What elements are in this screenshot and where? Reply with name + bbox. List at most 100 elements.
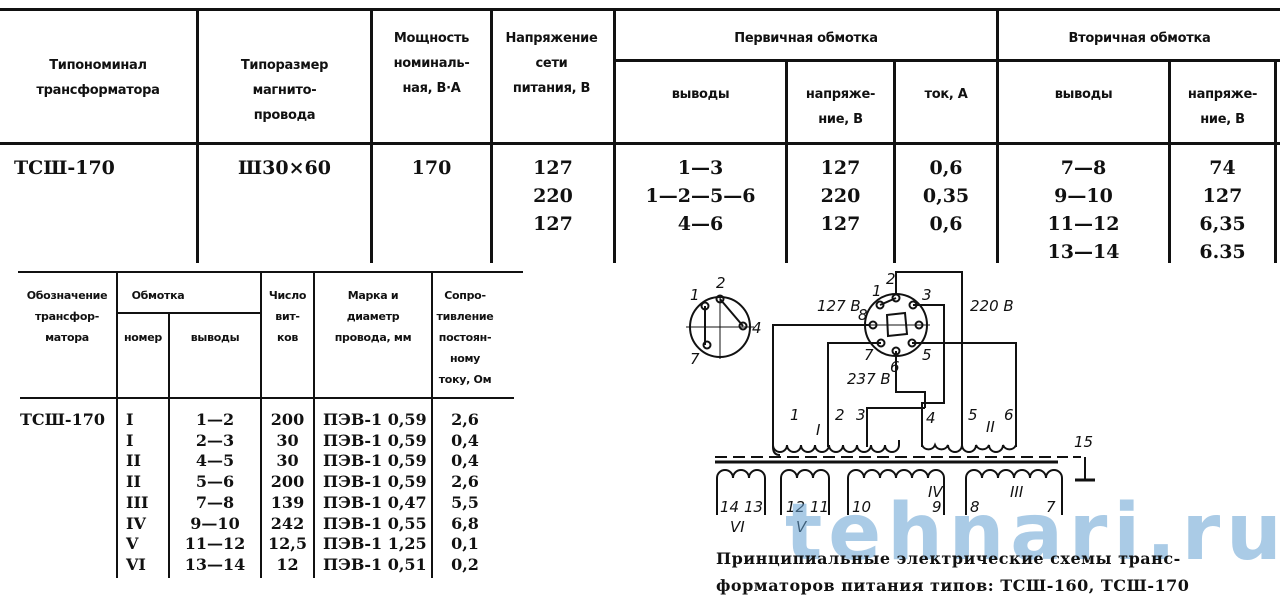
terminal-label: 14 <box>720 498 739 516</box>
cell-turns: 30 <box>276 451 299 471</box>
cell-turns: 12,5 <box>268 534 307 554</box>
cell-prim-voltage: 127 220 127 <box>788 154 893 238</box>
winding-label: III <box>1010 483 1024 501</box>
header-text: трансформатора <box>36 83 160 98</box>
pin-label: 1 <box>872 282 882 300</box>
voltage-label: 127 В <box>817 297 861 315</box>
cell-turns: 30 <box>276 430 299 450</box>
pin-label: 4 <box>752 319 762 337</box>
header-core: Типоразмер магнито- провода <box>199 53 370 128</box>
watermark-logo: tehnari.ru <box>785 488 1280 578</box>
cell-wire: ПЭВ-1 0,59 <box>323 410 427 429</box>
value: 9—10 <box>1054 185 1113 207</box>
cell-terminals: 2—3 <box>195 430 235 450</box>
cell-wire: ПЭВ-1 0,59 <box>323 451 427 471</box>
figure-caption: Принципиальные электрические схемы транс… <box>716 545 1189 599</box>
cell-turns: 200 <box>270 472 305 492</box>
cell-terminals: 7—8 <box>195 492 235 512</box>
value: 127 <box>820 213 861 235</box>
value: 13—14 <box>1047 241 1120 263</box>
cell-terminals: 5—6 <box>195 472 235 492</box>
header-winding: Обмотка <box>131 289 185 302</box>
cell-power: 170 <box>411 157 452 179</box>
header-text: ков <box>276 331 299 344</box>
header-text: провода <box>253 108 316 123</box>
value: 7—8 <box>1060 157 1107 179</box>
header-text: номиналь- <box>393 56 470 71</box>
cell-terminals: 13—14 <box>184 554 246 574</box>
terminal-label: 15 <box>1074 433 1093 451</box>
pin-label: 2 <box>716 274 726 292</box>
cell-resistance: 0,1 <box>451 534 479 554</box>
cell-resistance: 2,6 <box>451 472 479 492</box>
cell-resistance: 0,2 <box>451 554 479 574</box>
value: 127 <box>533 157 573 179</box>
winding-label: V <box>796 518 808 536</box>
header-power: Мощность номиналь- ная, В·А <box>373 26 490 101</box>
header-text: току, Ом <box>438 373 492 386</box>
header-text: напряже- <box>1187 87 1258 102</box>
cell-number: VI <box>126 554 146 574</box>
voltage-label: 237 В <box>847 370 891 388</box>
winding-label: II <box>986 418 995 436</box>
header-wire: Марка и диаметр провода, мм <box>315 285 431 348</box>
cell-number: V <box>126 534 139 554</box>
header-secondary: Вторичная обмотка <box>1068 31 1211 46</box>
cell-number: IV <box>126 513 146 533</box>
cell-designation: ТСШ-170 <box>20 410 105 429</box>
terminal-label: 7 <box>1046 498 1056 516</box>
header-text: постоян- <box>438 331 492 344</box>
cell-resistance: 5,5 <box>451 492 479 512</box>
header-prim-terminals: выводы <box>671 87 730 102</box>
header-text: ние, В <box>1200 112 1245 127</box>
cell-terminals: 9—10 <box>190 513 240 533</box>
pin-label: 2 <box>886 270 896 288</box>
cell-resistance: 6,8 <box>451 513 479 533</box>
header-text: провода, мм <box>334 331 412 344</box>
header-text: ние, В <box>818 112 863 127</box>
caption-line: Принципиальные электрические схемы транс… <box>716 549 1181 568</box>
terminal-label: 2 <box>835 406 845 424</box>
cell-turns: 200 <box>270 410 305 429</box>
cell-number: II <box>126 472 141 492</box>
cell-resistance: 0,4 <box>451 451 479 471</box>
header-text: Число <box>268 289 307 302</box>
terminal-label: 10 <box>852 498 871 516</box>
cell-wire: ПЭВ-1 0,55 <box>323 513 427 533</box>
value: 127 <box>533 213 573 235</box>
value: 0,35 <box>922 185 970 207</box>
header-sec-terminals: выводы <box>1054 87 1113 102</box>
header-type: Типономинал трансформатора <box>0 53 196 103</box>
value: 11—12 <box>1047 213 1120 235</box>
value: 74 <box>1209 157 1236 179</box>
terminal-label: 5 <box>968 406 978 424</box>
terminal-label: 4 <box>926 409 936 427</box>
pin-label: 8 <box>858 306 868 324</box>
winding-label: VI <box>730 518 745 536</box>
header-prim-voltage: напряже- ние, В <box>788 82 893 132</box>
cell-turns: 12 <box>276 554 299 574</box>
value: 6.35 <box>1199 241 1246 263</box>
pin-label: 7 <box>864 346 874 364</box>
header-terminals: выводы <box>190 331 240 344</box>
value: 6,35 <box>1199 213 1246 235</box>
winding-label: I <box>816 421 821 439</box>
terminal-label: 6 <box>1004 406 1014 424</box>
header-text: Обозначение <box>26 289 108 302</box>
terminal-label: 13 <box>744 498 763 516</box>
value: 1—3 <box>677 157 724 179</box>
value: 0,6 <box>929 157 963 179</box>
value: 127 <box>820 157 861 179</box>
cell-wire: ПЭВ-1 0,59 <box>323 430 427 450</box>
cell-terminals: 1—2 <box>195 410 235 429</box>
value: 4—6 <box>677 213 724 235</box>
header-sec-voltage: напряже- ние, В <box>1171 82 1274 132</box>
winding-label: IV <box>928 483 944 501</box>
pin-label: 6 <box>890 358 900 376</box>
cell-terminals: 4—5 <box>195 451 235 471</box>
header-prim-current: ток, А <box>924 87 968 102</box>
header-text: тивление <box>436 310 494 323</box>
cell-core: Ш30×60 <box>238 157 331 179</box>
cell-terminals: 11—12 <box>184 534 246 554</box>
